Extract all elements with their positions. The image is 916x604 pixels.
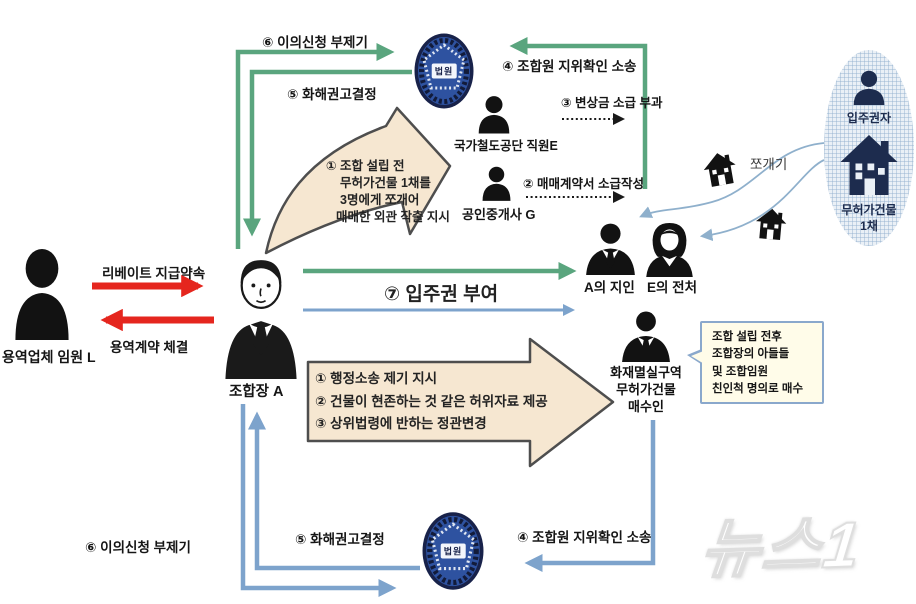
acquaintance-person-icon [583, 222, 638, 275]
union-chief-label: 조합장 A [229, 384, 284, 400]
buyer-label-line: 무허가건물 [616, 381, 676, 397]
bubble-line: 친인척 명의로 매수 [712, 382, 804, 395]
directive-arrow-shape [306, 337, 615, 468]
occupancy-holder-label: 입주권자 [846, 111, 892, 125]
instruction-line: 3명에게 쪼개어 [340, 193, 420, 207]
rebate-label: 리베이트 지급약속 [102, 266, 206, 281]
top-objection-label: ⑥ 이의신청 부제기 [262, 35, 368, 50]
top-status-suit-label: ④ 조합원 지위확인 소송 [502, 59, 637, 74]
bubble-line: 조합 설립 전후 [712, 331, 782, 343]
directive-line: ① 행정소송 제기 지시 [315, 371, 438, 386]
buyer-label-line: 매수인 [628, 398, 664, 414]
bottom-status-suit-label: ④ 조합원 지위확인 소송 [517, 530, 652, 545]
rail-employee-person-icon [477, 93, 511, 135]
arrow-status-suit-top [509, 37, 648, 189]
arrow-settlement-bottom [248, 411, 420, 571]
acquaintance-label: A의 지인 [584, 280, 635, 295]
top-settlement-label: ⑤ 화해권고결정 [287, 87, 377, 102]
arrow-objection-top [235, 43, 395, 249]
bottom-settlement-label: ⑤ 화해권고결정 [295, 532, 385, 547]
realtor-person-icon [481, 164, 512, 202]
instruction-line: 무허가건물 1채를 [340, 176, 431, 190]
court-emblem-top: 법원 [414, 33, 474, 109]
arrow-status-suit-bottom [524, 420, 656, 572]
speech-bubble: 조합 설립 전후 조합장의 아들들 및 조합임원 친인척 명의로 매수 [700, 321, 824, 404]
backdated-contract-label: ② 매매계약서 소급작성 [523, 177, 645, 191]
news1-watermark: 뉴스1 [696, 507, 866, 587]
instruction-line: ① 조합 설립 전 [326, 159, 405, 173]
compensation-label: ③ 변상금 소급 부과 [561, 96, 663, 110]
occupancy-holder-zone: 입주권자 무허가건물 1채 [824, 50, 914, 246]
unlicensed-building-house-icon [839, 133, 899, 197]
buyer-label-line: 화재멸실구역 [610, 365, 682, 380]
ex-wife-label: E의 전처 [647, 280, 698, 295]
split-curve-1 [639, 142, 825, 218]
court-label-top: 법원 [431, 63, 457, 79]
union-chief-person-icon [221, 255, 301, 379]
realtor-label: 공인중개사 G [462, 207, 536, 222]
court-emblem-bottom: 법원 [422, 511, 484, 591]
directive-line: ③ 상위법령에 반하는 정관변경 [315, 416, 487, 431]
arrow-objection-bottom [240, 404, 397, 597]
occupancy-holder-person-icon [851, 68, 887, 106]
bubble-line: 조합장의 아들들 [712, 348, 790, 361]
unlicensed-building-count-label: 1채 [860, 219, 878, 233]
contractor-person-icon [10, 248, 74, 340]
rail-employee-label: 국가철도공단 직원E [454, 139, 558, 153]
split-curve-2 [699, 159, 825, 242]
bubble-line: 및 조합임원 [712, 365, 769, 378]
court-label-bottom: 법원 [440, 543, 466, 559]
buyer-label: 화재멸실구역 무허가건물 매수인 [602, 365, 690, 416]
instruction-arrow-shape [264, 106, 452, 255]
ex-wife-person-icon [641, 222, 698, 277]
instruction-line: 매매한 외관 작출 지시 [336, 210, 450, 224]
house-icon [700, 146, 740, 191]
speech-bubble-tail-fill [691, 350, 706, 365]
service-contract-label: 용역계약 체결 [110, 340, 189, 355]
directive-line: ② 건물이 현존하는 것 같은 허위자료 제공 [315, 393, 548, 409]
instruction-arrow-text: ① 조합 설립 전 무허가건물 1채를 3명에게 쪼개어 매매한 외관 작출 지… [326, 158, 450, 226]
split-label: 쪼개기 [750, 157, 788, 172]
occupancy-grant-label: ⑦ 입주권 부여 [384, 284, 499, 305]
arrow-settlement-top [243, 69, 412, 237]
contractor-label: 용역업체 임원 L [2, 349, 96, 365]
unlicensed-building-label: 무허가건물 [841, 203, 897, 217]
directive-arrow-text: ① 행정소송 제기 지시 ② 건물이 현존하는 것 같은 허위자료 제공 ③ 상… [315, 368, 548, 436]
house-icon [753, 202, 789, 247]
bottom-objection-label: ⑥ 이의신청 부제기 [85, 540, 191, 555]
buyer-person-icon [620, 308, 672, 364]
